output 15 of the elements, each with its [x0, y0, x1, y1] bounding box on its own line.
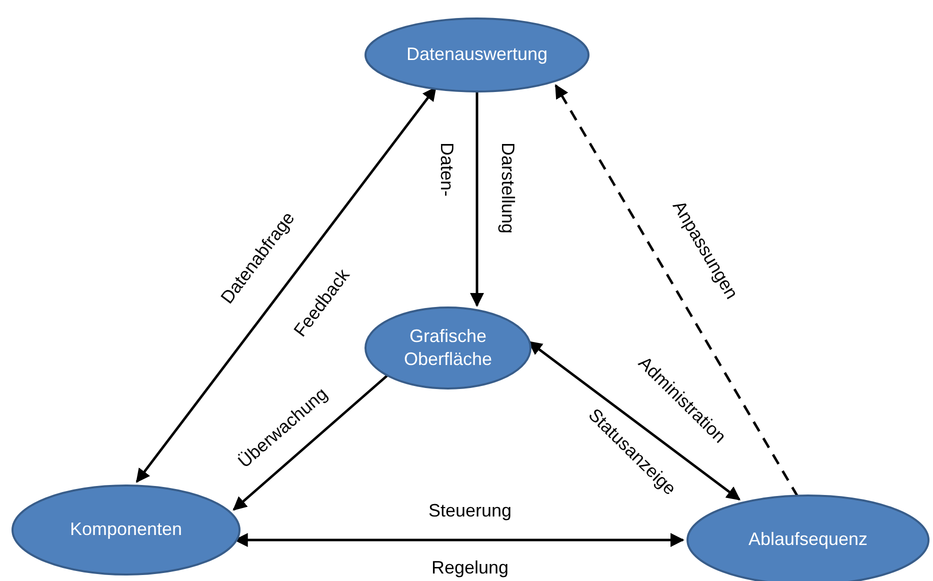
node-label: Komponenten — [68, 518, 184, 542]
node-label: Datenauswertung — [405, 43, 549, 66]
node-label: Grafische Oberfläche — [402, 324, 494, 371]
arrow — [470, 90, 484, 307]
arrow — [232, 374, 390, 511]
text-label: Regelung — [431, 558, 509, 578]
arrow — [554, 84, 799, 498]
node-label: Ablaufsequenz — [747, 528, 869, 552]
arrow — [136, 86, 437, 483]
ellipse-node — [364, 17, 590, 93]
arrow — [528, 340, 741, 501]
edge-label: Steuerung — [428, 500, 512, 522]
edge-label: Daten- Darstellung — [436, 142, 520, 236]
ellipse-node — [364, 306, 532, 390]
ellipse-node — [11, 484, 241, 576]
